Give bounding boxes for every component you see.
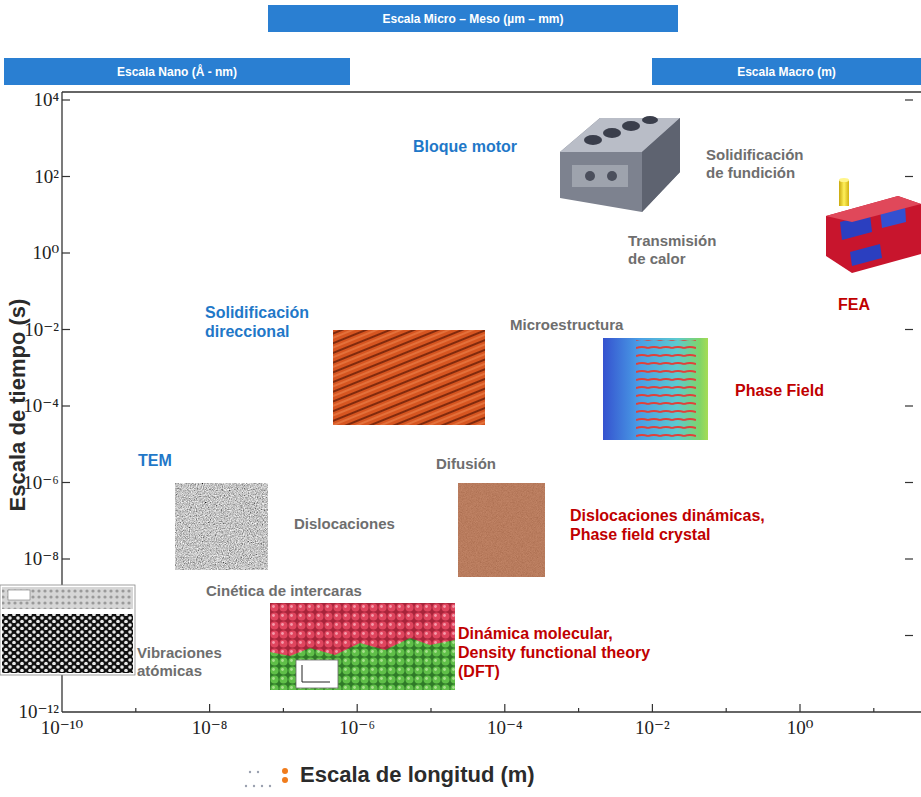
scale-band-text: Escala Macro (m) [737,65,836,79]
axis-tick-label-holder: 10⁰ [787,718,814,739]
fea-casting-illustration [826,178,921,273]
axis-tick-label: 10⁻⁶ [339,718,375,739]
axis-tick-label-holder: 10² [34,166,59,187]
plot-frame [62,92,921,712]
annotation-label-holder: Dislocaciones [294,515,395,533]
annotation-label: Cinética de intercaras [206,582,362,600]
axis-tick-label-holder: 10⁰ [32,243,59,264]
dislocation-image [458,483,545,577]
scale-band-text: Escala Nano (Å - nm) [117,65,237,79]
annotation-label: Solidificación direccional [205,304,335,342]
annotation-label: Microestructura [510,316,623,334]
annotation-label-holder: Vibraciones atómicas [137,644,237,679]
tick-marks [62,100,913,712]
annotation-label: Solidificación de fundición [706,146,816,181]
engine-block-illustration [560,116,680,212]
axis-title-holder: Escala de longitud (m) [300,762,535,788]
annotation-label: Dislocaciones [294,515,395,533]
scale-band: Escala Micro – Meso (µm – mm) [268,5,678,32]
annotation-label-holder: Cinética de intercaras [206,582,362,600]
annotation-label-holder: Bloque motor [413,138,517,157]
axis-tick-label: 10⁰ [787,718,814,739]
annotation-label: TEM [138,452,172,471]
annotation-label: Vibraciones atómicas [137,644,237,679]
tem-image [175,483,268,570]
annotation-label-holder: FEA [838,296,870,315]
annotation-label: Dislocaciones dinámicas, Phase field cry… [570,507,780,545]
axis-title-holder: Escala de tiempo (s) [5,299,31,512]
scale-band-text: Escala Micro – Meso (µm – mm) [383,12,564,26]
annotation-label-holder: Phase Field [735,382,824,401]
axis-tick-label: 10⁻⁴ [487,718,523,739]
annotation-label: FEA [838,296,870,315]
annotation-label: Bloque motor [413,138,517,157]
axis-tick-label-holder: 10⁻² [635,718,670,739]
phase-field-image [603,338,708,440]
axis-tick-label-holder: 10⁻¹⁰ [41,718,83,739]
scale-band: Escala Macro (m) [652,58,921,85]
decorative-dots [245,768,288,787]
annotation-label-holder: Microestructura [510,316,623,334]
annotation-label-holder: Difusión [436,455,496,473]
axis-tick-label: 10⁻⁸ [192,718,228,739]
molecular-dynamics-image [270,603,455,690]
axis-tick-label-holder: 10⁻⁸ [23,549,59,570]
annotation-label-holder: TEM [138,452,172,471]
annotation-label-holder: Transmisión de calor [628,232,728,267]
axis-title: Escala de tiempo (s) [5,299,31,512]
scale-band: Escala Nano (Å - nm) [4,58,350,85]
annotation-label-holder: Solidificación direccional [205,304,335,342]
axis-tick-label: 10⁰ [32,243,59,264]
axis-tick-label-holder: 10⁻⁶ [339,718,375,739]
axis-tick-label-holder: 10⁻⁴ [487,718,523,739]
axis-tick-label: 10⁻¹⁰ [41,718,83,739]
annotation-label-holder: Dislocaciones dinámicas, Phase field cry… [570,507,780,545]
axis-tick-label: 10² [34,166,59,187]
directional-solidification-image [333,330,485,425]
annotation-label-holder: Solidificación de fundición [706,146,816,181]
annotation-label: Dinámica molecular, Density functional t… [458,625,658,682]
axis-tick-label: 10⁻² [635,718,670,739]
annotation-label: Phase Field [735,382,824,401]
annotation-label: Difusión [436,455,496,473]
atomic-lattice-image [0,585,135,675]
annotation-label: Transmisión de calor [628,232,728,267]
axis-tick-label: 10⁴ [33,90,59,111]
axis-tick-label-holder: 10⁴ [33,90,59,111]
axis-tick-label-holder: 10⁻⁸ [192,718,228,739]
axis-title: Escala de longitud (m) [300,762,535,788]
annotation-label-holder: Dinámica molecular, Density functional t… [458,625,658,682]
axis-tick-label: 10⁻⁸ [23,549,59,570]
